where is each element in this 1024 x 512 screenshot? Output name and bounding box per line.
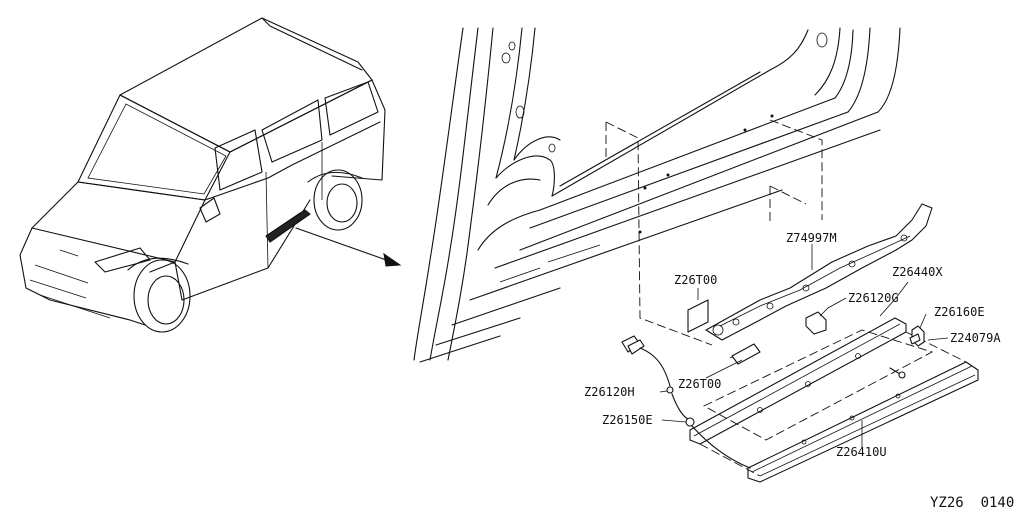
label-z26410u: Z26410U (836, 445, 887, 459)
diagram-code: YZ26 0140 (930, 495, 1014, 511)
label-z24079a: Z24079A (950, 331, 1001, 345)
part-labels: Z74997M Z26440X Z26T00 Z26120G Z26160E Z… (584, 231, 1001, 459)
label-z26120g: Z26120G (848, 291, 899, 305)
label-z26t00-upper: Z26T00 (674, 273, 717, 287)
label-z74997m: Z74997M (786, 231, 837, 245)
harness (621, 335, 751, 469)
label-z26120h: Z26120H (584, 385, 635, 399)
van-illustration (19, 17, 402, 333)
tape-pieces (687, 299, 761, 365)
clip-part (805, 311, 827, 335)
body-structure (413, 27, 901, 363)
label-z26160e: Z26160E (934, 305, 985, 319)
leader-lines (659, 244, 949, 448)
kicking-plate (689, 317, 979, 483)
label-z26440x: Z26440X (892, 265, 943, 279)
molding-strip (705, 203, 933, 341)
label-z26t00-lower: Z26T00 (678, 377, 721, 391)
label-z26150e: Z26150E (602, 413, 653, 427)
